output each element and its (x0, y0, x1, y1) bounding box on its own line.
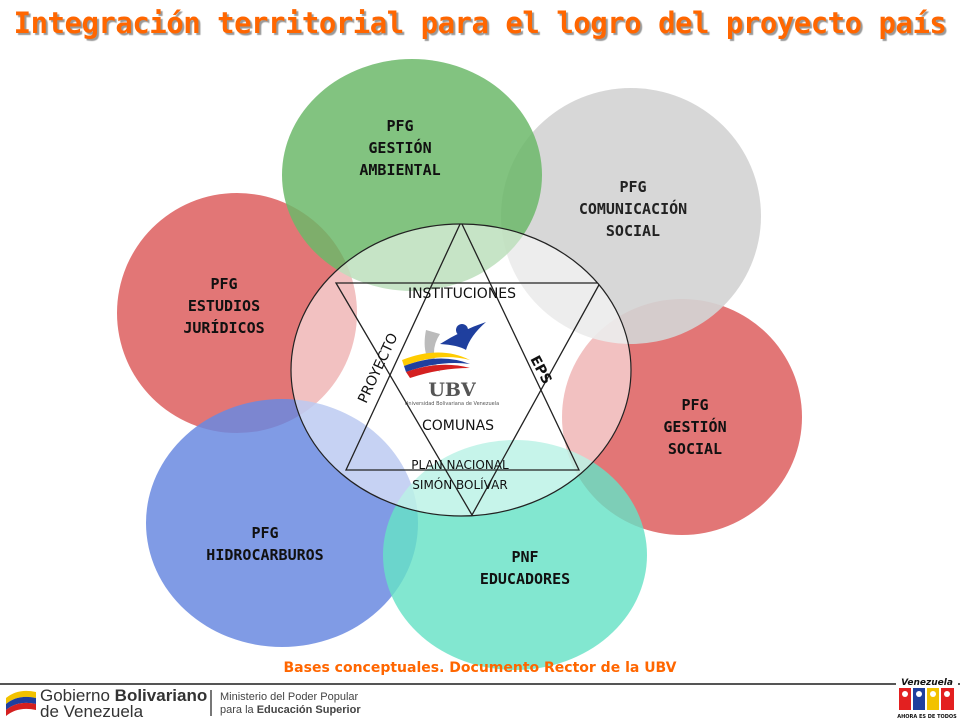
source-caption: Bases conceptuales. Documento Rector de … (283, 660, 677, 676)
ambiental-line3: AMBIENTAL (359, 161, 440, 179)
upward-triangle (344, 224, 581, 471)
center-plan-line2: SIMÓN BOLÍVAR (412, 477, 507, 492)
juridicos-line2: ESTUDIOS (188, 297, 260, 315)
ubv-silhouette-icon (424, 330, 440, 372)
ubv-figure-arms-icon (440, 322, 486, 350)
ubv-flag-red-icon (406, 364, 470, 378)
comunicacion-line1: PFG (619, 178, 646, 196)
educadores-line1: PNF (511, 548, 538, 566)
government-flag-logo-icon (6, 690, 36, 716)
government-word-gobierno: Gobierno (40, 686, 115, 705)
badge-slogan-text: AHORA ES DE TODOS (897, 714, 957, 720)
venezuela-badge-logo: Venezuela AHORA ES DE TODOS (896, 676, 958, 720)
ubv-flag-yellow-icon (402, 352, 470, 366)
star-lines (334, 224, 602, 516)
ministry-word-para: para la (220, 704, 257, 716)
comunicacion-line2: COMUNICACIÓN (579, 199, 687, 218)
footer: Gobierno Bolivariano de Venezuela Minist… (0, 676, 960, 721)
social-line3: SOCIAL (668, 440, 722, 458)
hidrocarburos-line2: HIDROCARBUROS (206, 546, 323, 564)
downward-triangle (334, 282, 602, 516)
center-comunas: COMUNAS (422, 418, 494, 434)
center-circle[interactable] (290, 223, 632, 517)
ministry-line2: para la Educación Superior (220, 704, 361, 716)
ubv-logo: UBV Universidad Bolivariana de Venezuela (402, 322, 499, 407)
ambiental-line2: GESTIÓN (368, 138, 431, 157)
badge-figures-icon (899, 688, 954, 710)
ambiental-line1: PFG (386, 117, 413, 135)
page-title: Integración territorial para el logro de… (13, 6, 947, 40)
footer-divider (0, 683, 960, 685)
comunicacion-line3: SOCIAL (606, 222, 660, 240)
ministry-line1: Ministerio del Poder Popular (220, 691, 359, 703)
center-instituciones: INSTITUCIONES (408, 286, 516, 302)
footer-separator (210, 690, 212, 716)
government-word-bolivariano: Bolivariano (114, 686, 208, 705)
government-name-line1: Gobierno Bolivariano (40, 686, 207, 706)
social-line2: GESTIÓN (663, 417, 726, 436)
badge-venezuela-text: Venezuela (901, 678, 953, 688)
ubv-flag-blue-icon (404, 358, 470, 372)
juridicos-line1: PFG (210, 275, 237, 293)
government-name-line2: de Venezuela (40, 702, 144, 721)
social-line1: PFG (681, 396, 708, 414)
ubv-logo-subtext: Universidad Bolivariana de Venezuela (405, 401, 499, 407)
ubv-logo-text: UBV (428, 379, 477, 401)
educadores-line2: EDUCADORES (480, 570, 570, 588)
ministry-word-educacion: Educación Superior (256, 704, 361, 716)
center-plan-line1: PLAN NACIONAL (411, 458, 509, 472)
juridicos-line3: JURÍDICOS (183, 318, 264, 337)
hidrocarburos-line1: PFG (251, 524, 278, 542)
